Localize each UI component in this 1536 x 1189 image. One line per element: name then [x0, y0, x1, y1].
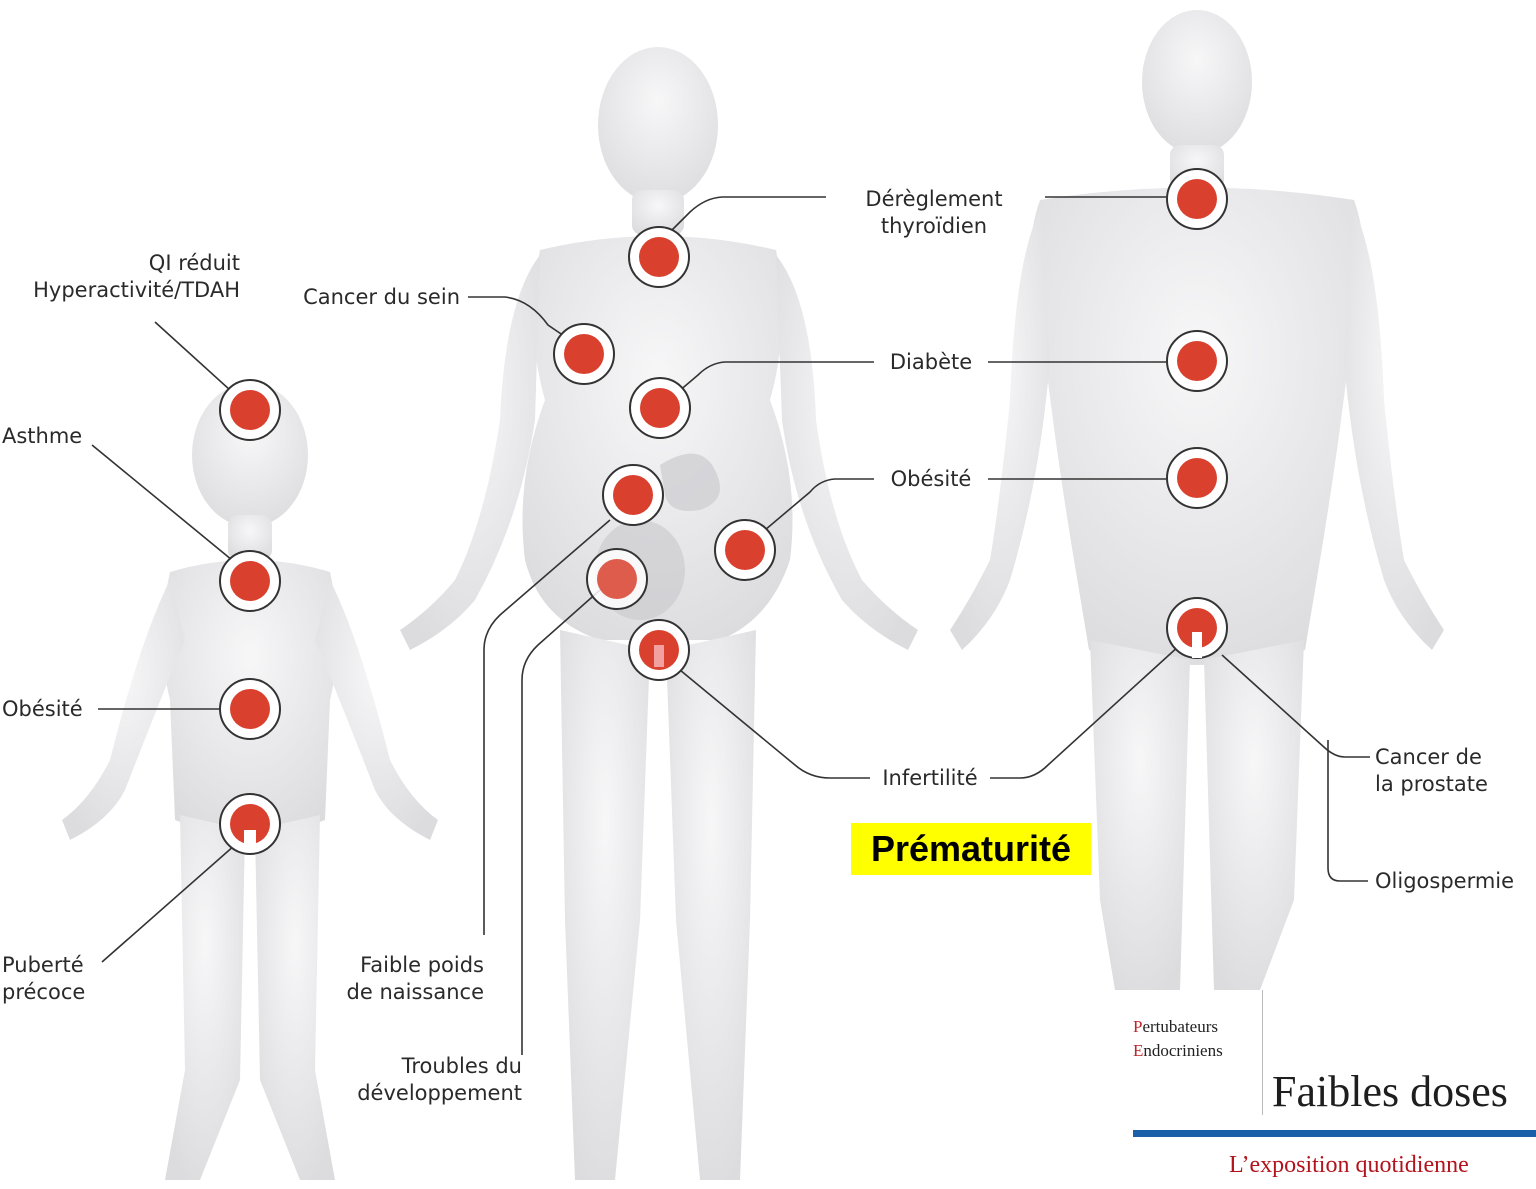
publication-logo: Pertubateurs Endocriniens — [1133, 1015, 1273, 1063]
label-asthme: Asthme — [2, 423, 82, 450]
label-qi: QI réduit Hyperactivité/TDAH — [0, 250, 240, 304]
marker-woman-uterus — [587, 549, 647, 609]
marker-child-head — [220, 380, 280, 440]
marker-woman-side — [715, 520, 775, 580]
label-diabete: Diabète — [874, 349, 988, 376]
logo-cap-e: E — [1133, 1041, 1143, 1060]
logo-line1: Pertubateurs — [1133, 1015, 1273, 1039]
logo-rest-2: ndocriniens — [1143, 1041, 1222, 1060]
label-obesite-adult: Obésité — [874, 466, 988, 493]
label-puberte-line2: précoce — [2, 979, 85, 1006]
marker-man-groin — [1167, 598, 1227, 658]
label-faible-poids: Faible poids de naissance — [300, 952, 484, 1006]
label-puberte-line1: Puberté — [2, 952, 85, 979]
leader-oligospermie — [1328, 740, 1368, 881]
label-dereglement: Dérèglement thyroïdien — [836, 186, 1032, 240]
headline: Faibles doses — [1272, 1064, 1536, 1120]
marker-child-belly — [220, 679, 280, 739]
marker-woman-pancreas — [630, 378, 690, 438]
subhead: L’exposition quotidienne — [1229, 1150, 1536, 1180]
marker-man-chest — [1167, 331, 1227, 391]
highlight-prematurite: Prématurité — [851, 823, 1091, 875]
label-dereglement-line2: thyroïdien — [836, 213, 1032, 240]
label-troubles-line2: développement — [300, 1080, 522, 1107]
label-dereglement-line1: Dérèglement — [836, 186, 1032, 213]
label-faible-poids-line2: de naissance — [300, 979, 484, 1006]
label-qi-line1: QI réduit — [0, 250, 240, 277]
label-troubles: Troubles du développement — [300, 1053, 522, 1107]
marker-woman-groin — [629, 620, 689, 680]
marker-man-thyroid — [1167, 169, 1227, 229]
label-cancer-prostate-line2: la prostate — [1375, 771, 1488, 798]
marker-man-belly — [1167, 448, 1227, 508]
label-oligospermie: Oligospermie — [1375, 868, 1514, 895]
label-qi-line2: Hyperactivité/TDAH — [0, 277, 240, 304]
blue-rule — [1133, 1130, 1536, 1137]
marker-woman-breast — [554, 324, 614, 384]
marker-woman-thyroid — [629, 227, 689, 287]
leader-qi — [155, 322, 230, 390]
logo-line2: Endocriniens — [1133, 1039, 1273, 1063]
label-puberte: Puberté précoce — [2, 952, 85, 1006]
label-troubles-line1: Troubles du — [300, 1053, 522, 1080]
marker-woman-fetus — [603, 465, 663, 525]
marker-child-groin — [220, 794, 280, 854]
label-faible-poids-line1: Faible poids — [300, 952, 484, 979]
label-infertilite: Infertilité — [870, 765, 990, 792]
logo-rest-1: ertubateurs — [1142, 1017, 1218, 1036]
label-cancer-prostate-line1: Cancer de — [1375, 744, 1488, 771]
label-cancer-sein: Cancer du sein — [270, 284, 460, 311]
leader-dereglement-woman — [672, 197, 826, 230]
label-cancer-prostate: Cancer de la prostate — [1375, 744, 1488, 798]
marker-child-chest — [220, 551, 280, 611]
label-obesite-child: Obésité — [2, 696, 83, 723]
